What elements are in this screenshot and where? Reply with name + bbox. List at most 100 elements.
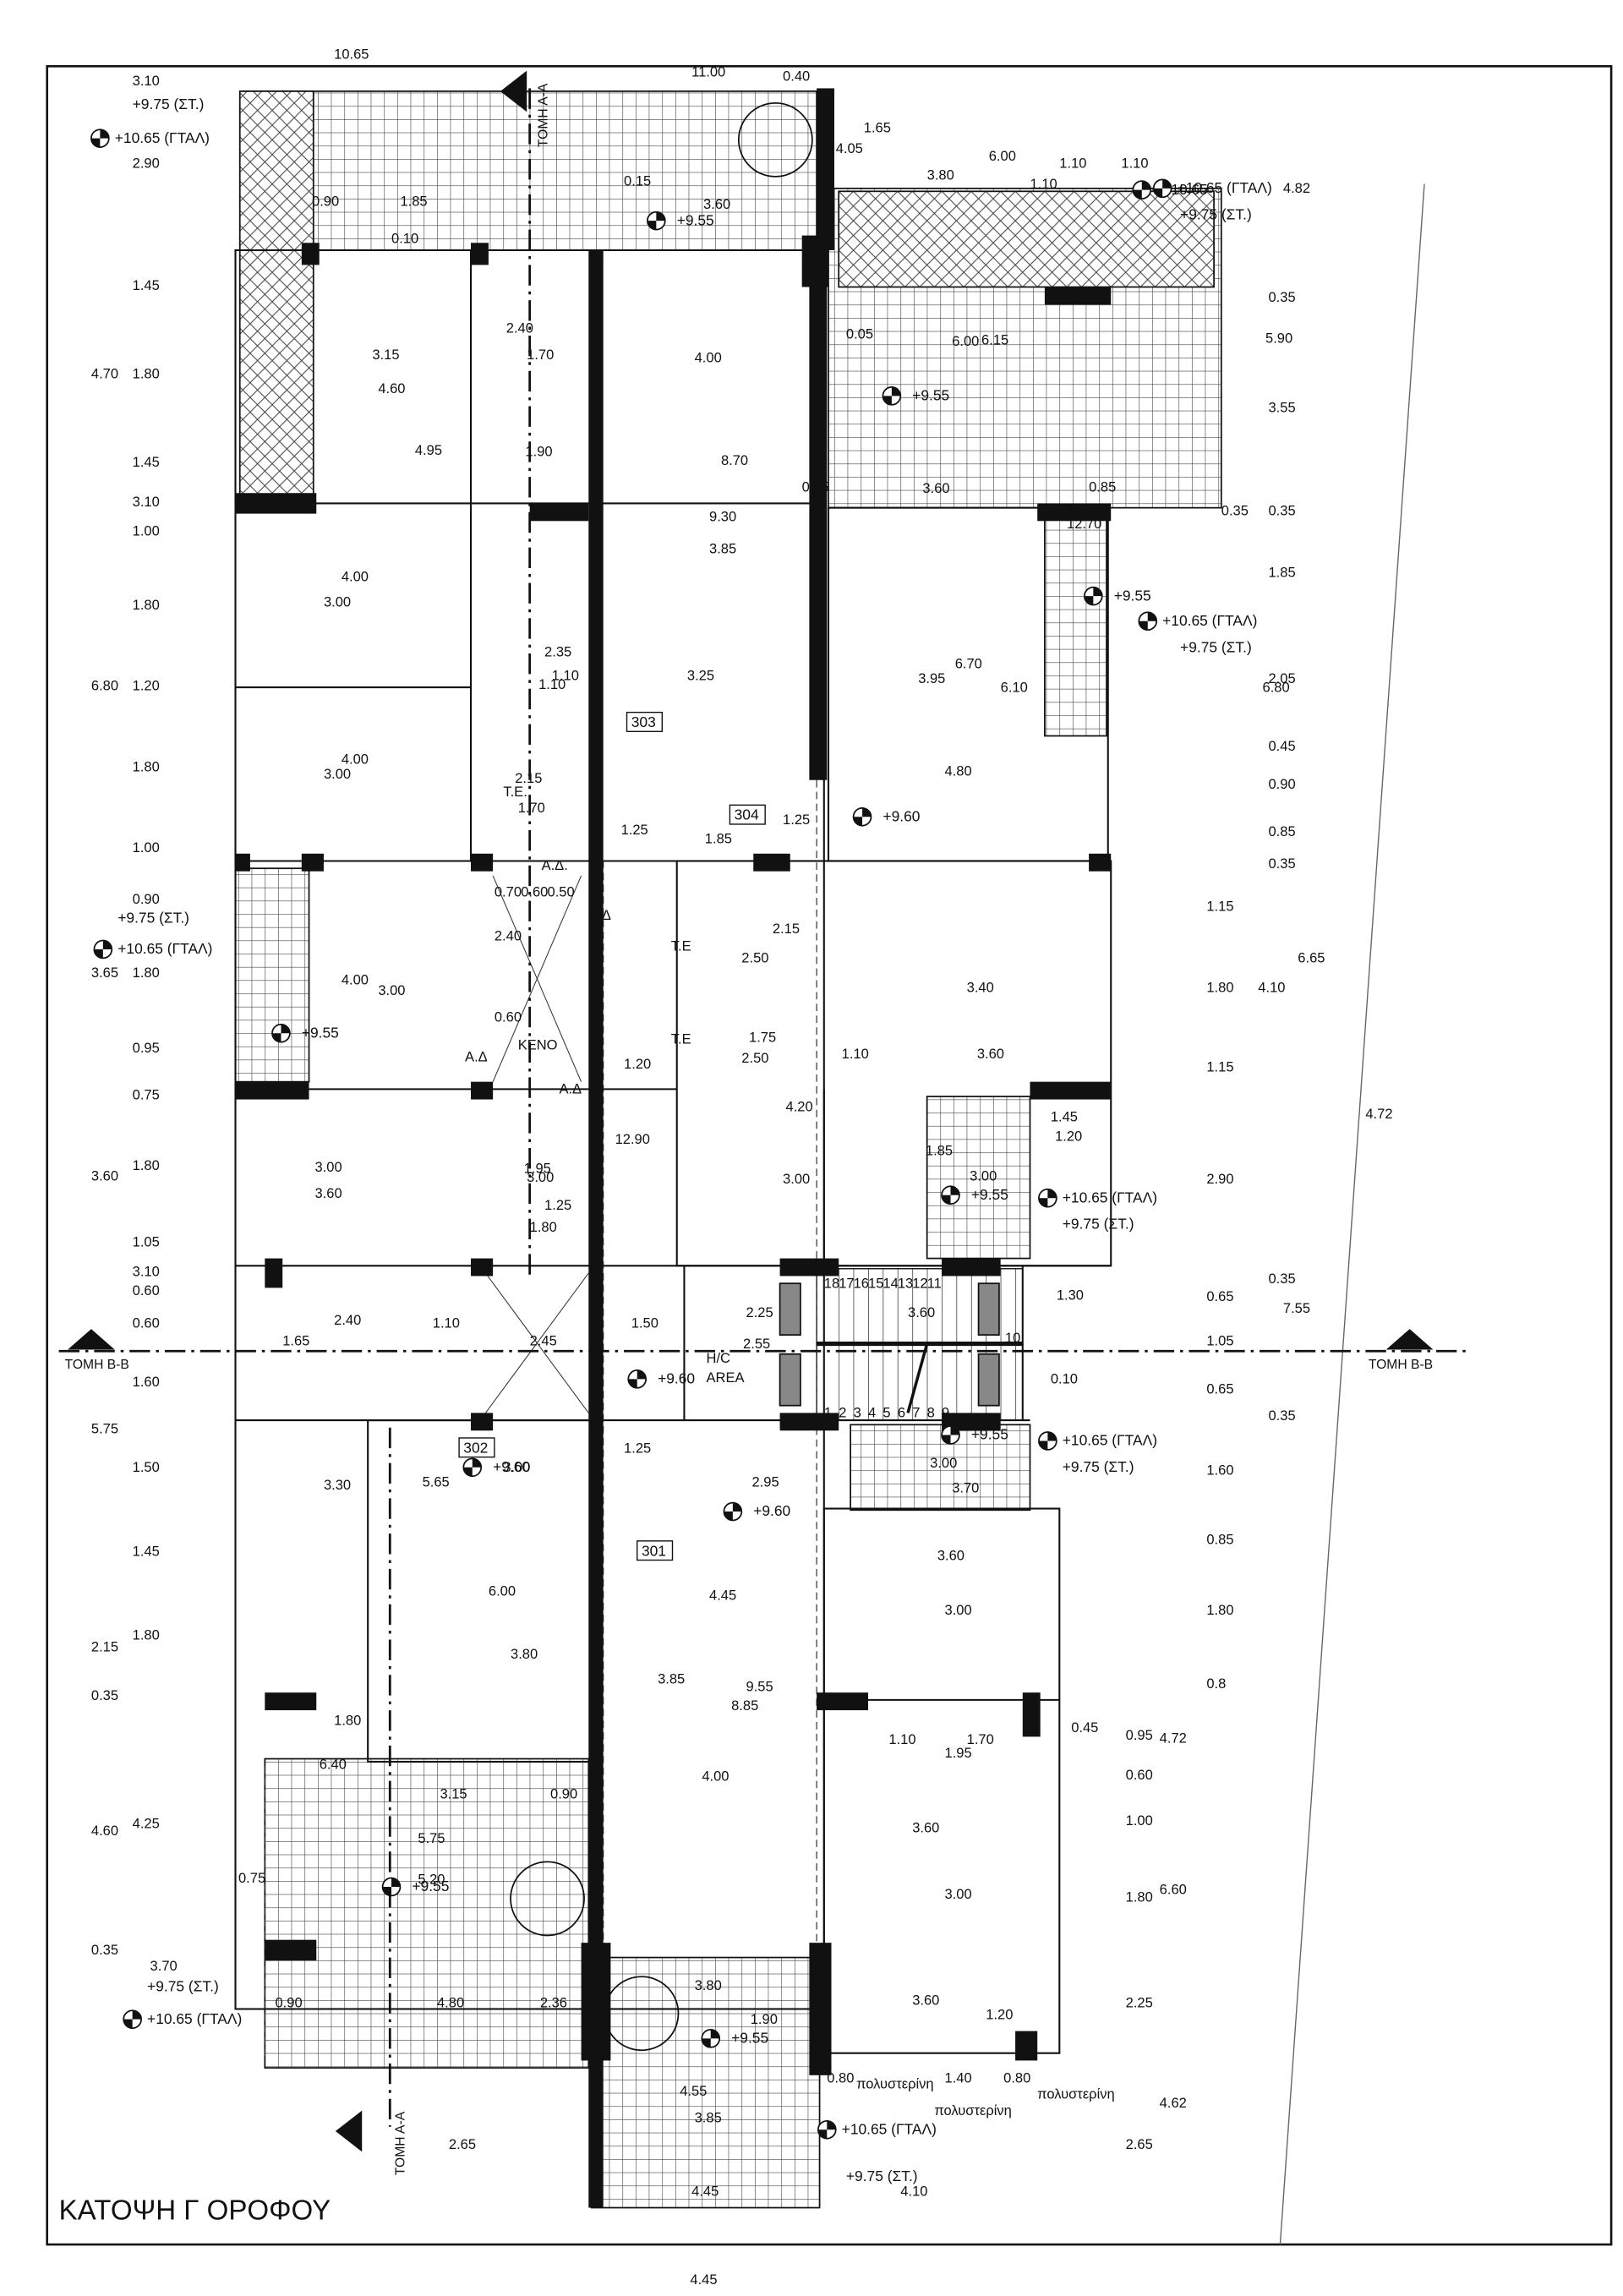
apartment-number: 301 xyxy=(642,1542,666,1559)
level-marker-icon xyxy=(271,1023,291,1043)
dimension-label: 12.90 xyxy=(615,1131,650,1147)
dimension-label: 2.15 xyxy=(515,770,542,786)
dimension-label: 6.00 xyxy=(489,1583,516,1599)
dimension-label: 4.82 xyxy=(1283,180,1310,196)
floor-level-label: +9.60 xyxy=(753,1502,790,1519)
dimension-label: 1.65 xyxy=(864,120,891,136)
level-marker-icon xyxy=(627,1369,648,1389)
dimension-label: 1.70 xyxy=(527,347,554,363)
stair-step-number: 5 xyxy=(883,1405,890,1421)
dimension-label: 2.65 xyxy=(449,2136,476,2152)
dimension-label: 2.40 xyxy=(495,928,522,944)
dimension-label: 2.35 xyxy=(544,643,571,659)
dimension-label: 2.65 xyxy=(1126,2136,1153,2152)
railing-level-label: +10.65 (ΓΤΑΛ) xyxy=(1178,179,1272,196)
stair-step-number: 8 xyxy=(927,1405,935,1421)
dimension-label: 4.60 xyxy=(91,1823,118,1839)
dimension-label: 3.00 xyxy=(783,1171,810,1187)
dimension-label: 0.05 xyxy=(846,325,873,342)
dimension-label: 3.80 xyxy=(927,167,954,183)
dimension-label: 2.55 xyxy=(743,1336,770,1352)
dimension-label: 1.25 xyxy=(544,1197,571,1213)
dimension-label: 1.30 xyxy=(1057,1287,1084,1303)
floor-level-label: +9.55 xyxy=(412,1878,449,1894)
terraces xyxy=(234,90,1222,2209)
dimension-label: 1.10 xyxy=(842,1046,869,1062)
dimension-label: 2.05 xyxy=(1268,670,1295,686)
dimension-label: 1.45 xyxy=(133,277,160,293)
dimension-label: 6.80 xyxy=(1263,679,1290,695)
dimension-label: 1.05 xyxy=(133,1234,160,1250)
parapet-level-label: +9.75 (ΣΤ.) xyxy=(1063,1216,1134,1233)
dimension-label: 1.40 xyxy=(945,2070,972,2086)
dimension-label: 0.80 xyxy=(1003,2070,1030,2086)
dimension-label: 0.40 xyxy=(783,68,810,85)
dimension-label: 4.95 xyxy=(415,442,442,458)
dimension-label: 1.10 xyxy=(1030,176,1057,192)
dimension-label: 0.35 xyxy=(1221,502,1249,518)
dimension-label: 4.20 xyxy=(786,1098,813,1114)
dimension-label: 0.65 xyxy=(1206,1381,1233,1397)
railing-level-label: +10.65 (ΓΤΑΛ) xyxy=(117,940,212,957)
dimension-label: 3.60 xyxy=(908,1304,935,1320)
dimension-label: 6.00 xyxy=(989,148,1016,164)
floor-level-label: +9.55 xyxy=(302,1024,339,1041)
dimension-label: 1.25 xyxy=(783,812,810,828)
dimension-label: 3.00 xyxy=(324,766,351,782)
dimension-label: 4.00 xyxy=(342,752,369,768)
dimension-label: 0.35 xyxy=(91,1942,118,1958)
dimension-label: 4.00 xyxy=(695,349,722,365)
dimension-label: 0.90 xyxy=(276,1995,303,2011)
stair-step-number: 3 xyxy=(854,1405,861,1421)
dimension-label: 3.60 xyxy=(703,196,730,212)
stair-step-number: 17 xyxy=(839,1275,854,1291)
terrace-bottom-center xyxy=(590,1956,821,2209)
walls xyxy=(235,88,1112,2208)
dimension-label: 2.50 xyxy=(741,950,768,966)
dimension-label: 3.00 xyxy=(527,1169,554,1185)
dimension-label: 8.70 xyxy=(721,452,748,468)
railing-level-label: +10.65 (ΓΤΑΛ) xyxy=(1063,1189,1157,1205)
dimension-label: 4.00 xyxy=(342,972,369,988)
dimension-label: 0.35 xyxy=(1268,502,1295,518)
dimension-label: 1.85 xyxy=(705,831,732,847)
dimension-label: 3.00 xyxy=(945,1602,972,1618)
dimension-label: 3.85 xyxy=(658,1671,685,1687)
floor-level-label: +9.60 xyxy=(658,1370,695,1387)
dimension-label: 4.60 xyxy=(378,380,405,396)
stair-step-number: 12 xyxy=(912,1275,927,1291)
dimension-label: 1.05 xyxy=(1206,1332,1233,1348)
dimension-label: 2.15 xyxy=(91,1638,118,1654)
floor-level-label: +9.55 xyxy=(912,387,949,404)
dimension-label: 4.10 xyxy=(1258,979,1285,995)
dimension-label: 0.10 xyxy=(1041,502,1068,518)
dimension-label: 2.90 xyxy=(1206,1171,1233,1187)
dimension-label: 3.70 xyxy=(150,1958,178,1974)
dimension-label: 1.20 xyxy=(1055,1128,1082,1144)
level-marker-icon xyxy=(1084,586,1103,606)
dimension-label: 1.60 xyxy=(133,1374,160,1390)
terrace-bottom-left xyxy=(264,1758,590,2069)
dimension-label: 0.50 xyxy=(548,883,575,899)
dimension-label: 6.80 xyxy=(91,678,118,694)
dimension-label: 3.85 xyxy=(709,541,736,557)
dimension-label: 0.90 xyxy=(312,194,339,210)
stair-step-number: 11 xyxy=(927,1275,942,1291)
level-marker-icon xyxy=(1038,1188,1057,1208)
dimension-label: 1.80 xyxy=(133,1157,160,1173)
dimension-label: 1.10 xyxy=(538,676,566,692)
stair-step-number: 14 xyxy=(883,1275,898,1291)
dimension-label: 0.35 xyxy=(1268,856,1295,872)
dimension-label: 5.20 xyxy=(418,1872,445,1888)
stair-step-number: 16 xyxy=(854,1275,869,1291)
level-marker-icon xyxy=(701,2029,721,2048)
dimension-label: 3.00 xyxy=(930,1455,957,1471)
dimension-label: 1.80 xyxy=(133,758,160,774)
dimension-label: 3.00 xyxy=(945,1886,972,1902)
dimension-label: 0.15 xyxy=(624,172,651,189)
wc-label: Τ.Ε xyxy=(671,938,691,954)
stair-step-number: 18 xyxy=(824,1275,839,1291)
dimension-label: 4.70 xyxy=(91,365,118,381)
dimension-label: 3.15 xyxy=(372,347,399,363)
